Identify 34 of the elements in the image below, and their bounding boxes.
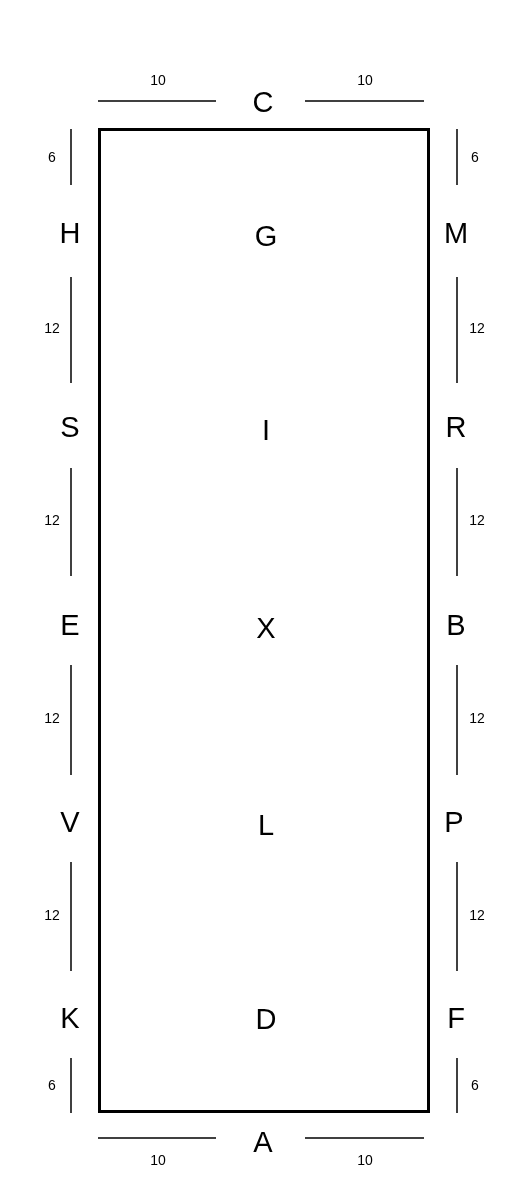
marker-letter: V [60,807,80,837]
dimension-label: 12 [469,908,485,922]
dimension-label: 12 [44,513,60,527]
dimension-label: 6 [471,150,479,164]
marker-letter: B [446,610,466,640]
dimension-label: 12 [44,711,60,725]
marker-letter: C [252,87,274,117]
dimension-label: 12 [469,513,485,527]
dimension-label: 6 [48,1078,56,1092]
dimension-label: 12 [44,908,60,922]
dimension-label: 12 [469,711,485,725]
marker-letter: H [59,218,81,248]
marker-letter: A [253,1127,273,1157]
marker-letter: M [443,218,469,248]
marker-letter: G [254,221,278,251]
marker-letter: L [257,810,275,840]
dimension-label: 6 [471,1078,479,1092]
marker-letter: R [445,412,467,442]
marker-letter: F [447,1003,465,1033]
marker-letter: K [60,1003,80,1033]
dimension-label: 12 [469,321,485,335]
dimension-label: 6 [48,150,56,164]
arena-outline [98,128,430,1113]
marker-letter: I [261,415,271,445]
marker-letter: D [255,1004,277,1034]
dimension-label: 10 [357,1153,373,1167]
dimension-label: 10 [150,1153,166,1167]
dimension-label: 10 [150,73,166,87]
dimension-label: 12 [44,321,60,335]
marker-letter: E [60,610,80,640]
dimension-label: 10 [357,73,373,87]
marker-letter: S [60,412,80,442]
marker-letter: X [256,613,276,643]
marker-letter: P [444,807,464,837]
